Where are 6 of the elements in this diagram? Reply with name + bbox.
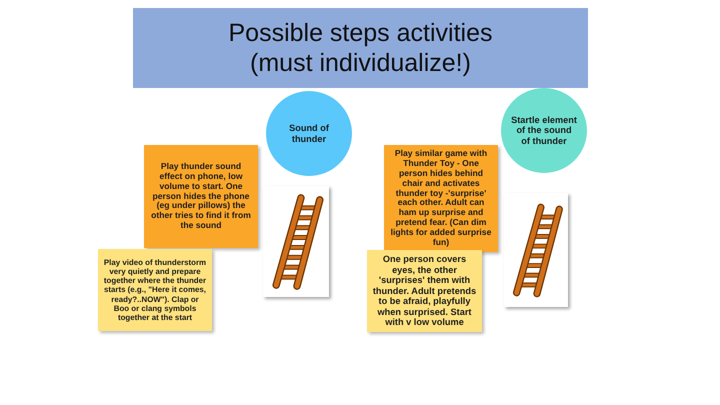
topic-circle: Sound of thunder — [266, 91, 352, 176]
topic-circle: Startle element of the sound of thunder — [501, 88, 587, 173]
sticky-note: One person covers eyes, the other 'surprises' them with thunder. Adult pretends to be afraid, playfully when surprised. Start with v low volume — [367, 250, 482, 332]
slide-title: Possible steps activities (must individualize!) — [227, 18, 494, 78]
sticky-note: Play similar game with Thunder Toy - One person hides behind chair and activates thunder toy -'surprise' each other. Adult can ham up surprise and pretend fear. (Can dim lights for added surprise fun) — [384, 145, 498, 252]
sticky-note: Play thunder sound effect on phone, low volume to start. One person hides the phone (eg under pillows) the other tries to find it from the sound — [144, 145, 258, 248]
